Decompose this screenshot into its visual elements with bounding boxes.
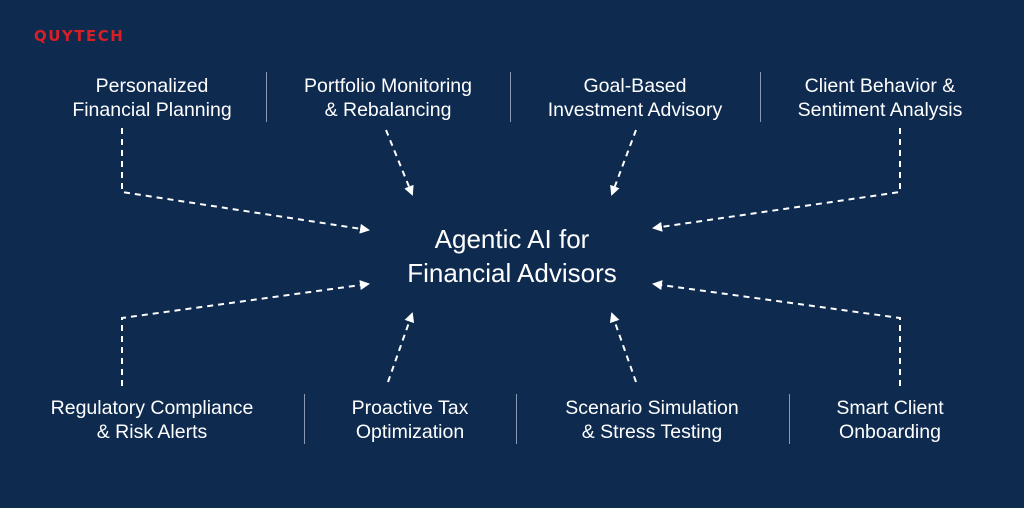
- center-title: Agentic AI for Financial Advisors: [407, 224, 617, 288]
- item-portfolio-monitoring: Portfolio Monitoring & Rebalancing: [304, 75, 472, 121]
- separator: [510, 72, 511, 122]
- item-proactive-tax-optimization: Proactive Tax Optimization: [351, 397, 469, 443]
- item-personalized-financial-planning: Personalized Financial Planning: [72, 75, 232, 121]
- arrow-personalized-financial-planning: [121, 128, 370, 234]
- arrow-goal-based-investment: [610, 129, 637, 196]
- arrow-regulatory-compliance: [121, 280, 370, 386]
- item-smart-client-onboarding: Smart Client Onboarding: [836, 397, 944, 443]
- separator: [266, 72, 267, 122]
- separator: [789, 394, 790, 444]
- separator: [760, 72, 761, 122]
- item-scenario-simulation: Scenario Simulation & Stress Testing: [565, 397, 739, 443]
- item-regulatory-compliance: Regulatory Compliance & Risk Alerts: [50, 397, 254, 443]
- item-client-behavior-sentiment: Client Behavior & Sentiment Analysis: [797, 75, 963, 121]
- arrow-scenario-simulation: [609, 312, 637, 383]
- item-goal-based-investment: Goal-Based Investment Advisory: [547, 75, 723, 121]
- arrow-portfolio-monitoring: [385, 129, 414, 196]
- arrow-client-behavior-sentiment: [652, 128, 901, 232]
- separator: [304, 394, 305, 444]
- separator: [516, 394, 517, 444]
- arrow-smart-client-onboarding: [652, 280, 901, 386]
- arrow-proactive-tax-optimization: [387, 312, 415, 383]
- brand-logo: QUYTECH: [34, 27, 125, 45]
